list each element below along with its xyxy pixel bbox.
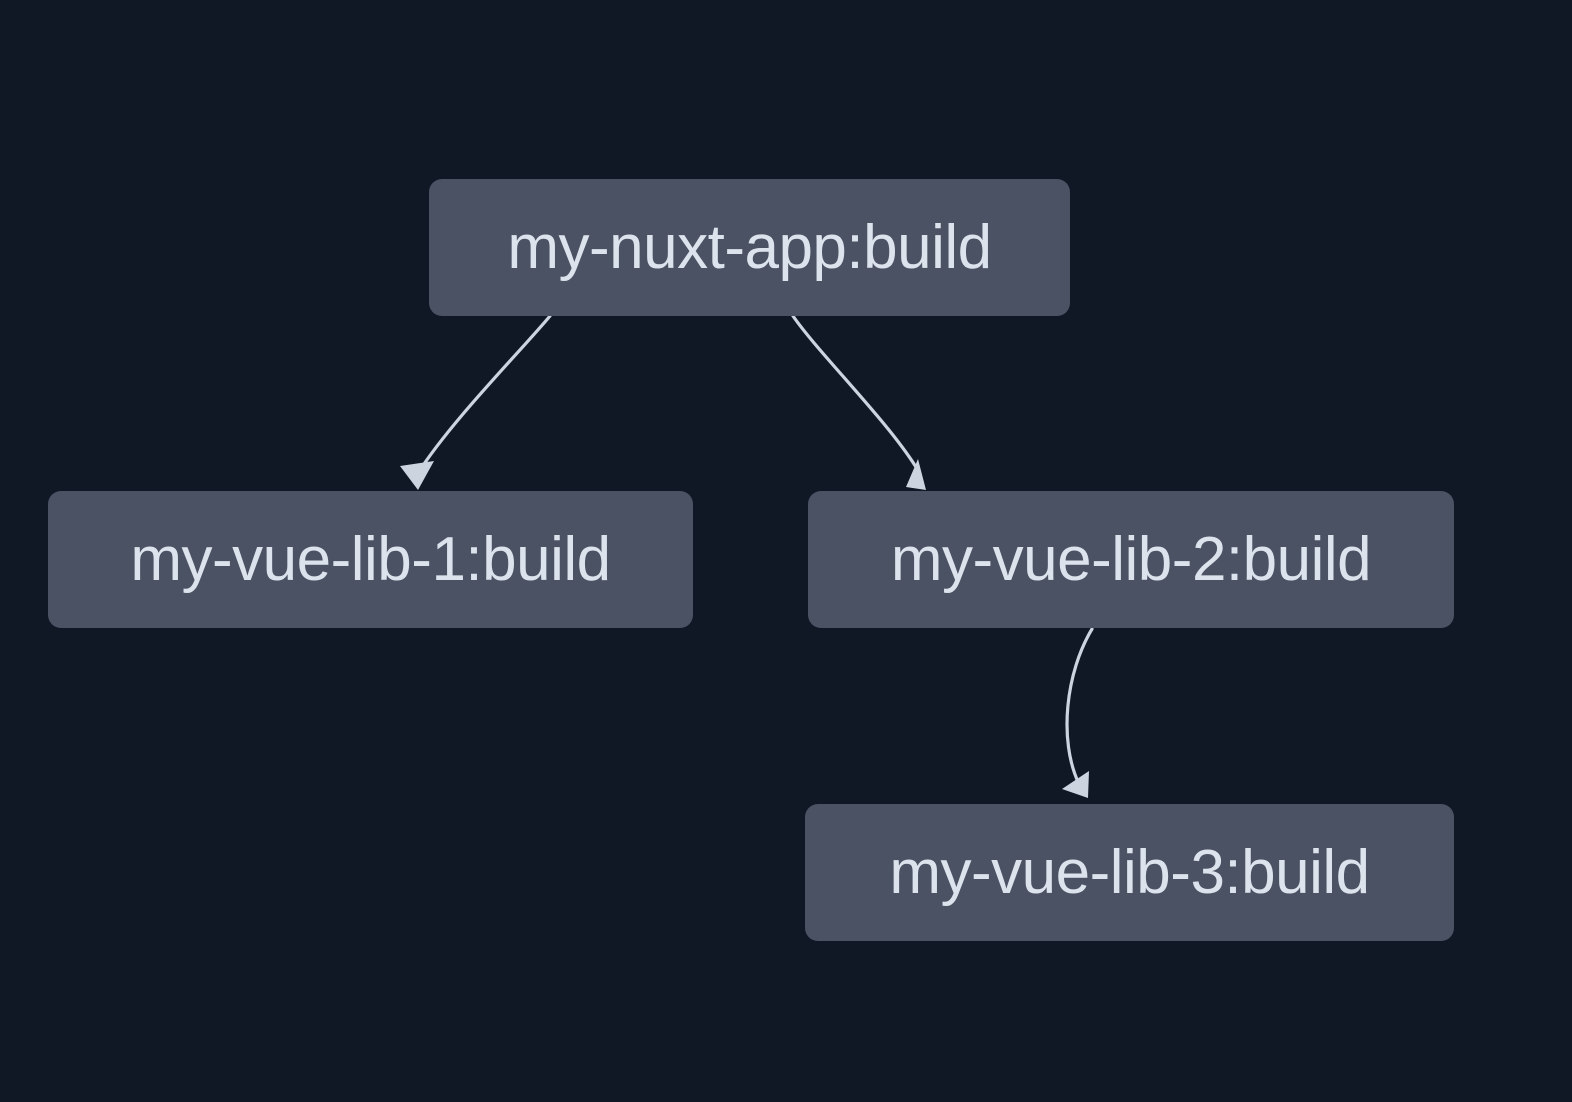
graph-node-label: my-vue-lib-3:build — [889, 837, 1370, 907]
arrowhead-icon — [400, 461, 434, 490]
graph-node-label: my-vue-lib-2:build — [890, 524, 1372, 594]
graph-node-my-nuxt-app-build[interactable]: my-nuxt-app:build — [429, 179, 1070, 316]
edge-my-nuxt-app-to-my-vue-lib-1 — [400, 314, 552, 490]
graph-node-my-vue-lib-2-build[interactable]: my-vue-lib-2:build — [808, 491, 1454, 628]
arrowhead-icon — [1062, 771, 1089, 798]
graph-node-label: my-vue-lib-1:build — [130, 524, 611, 594]
edge-line — [416, 314, 552, 475]
edge-line — [1065, 627, 1094, 786]
arrowhead-icon — [906, 459, 926, 490]
edge-line — [791, 314, 921, 474]
graph-node-my-vue-lib-3-build[interactable]: my-vue-lib-3:build — [805, 804, 1454, 941]
graph-node-label: my-nuxt-app:build — [507, 212, 992, 282]
edge-my-nuxt-app-to-my-vue-lib-2 — [791, 314, 926, 490]
graph-node-my-vue-lib-1-build[interactable]: my-vue-lib-1:build — [48, 491, 693, 628]
edge-my-vue-lib-2-to-my-vue-lib-3 — [1062, 627, 1094, 798]
